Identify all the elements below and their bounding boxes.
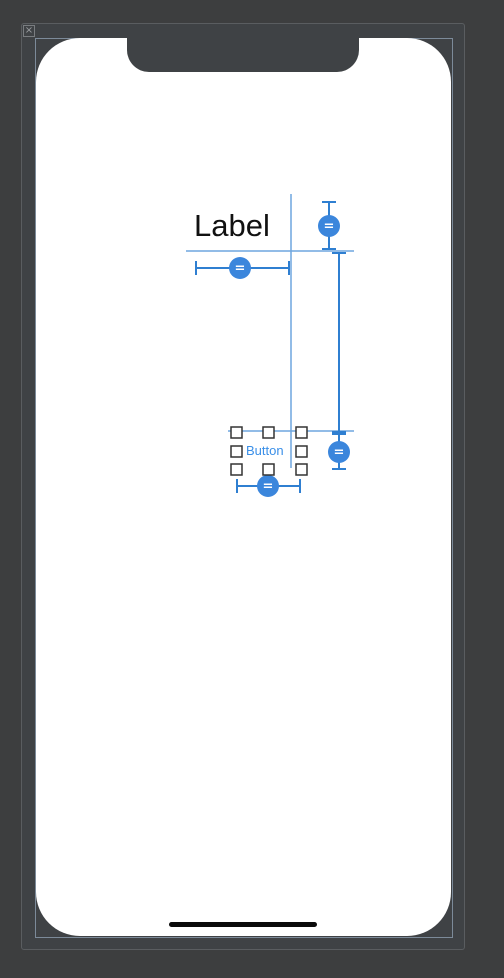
device-notch	[127, 38, 359, 72]
home-indicator	[169, 922, 317, 927]
label-view[interactable]: Label	[194, 208, 270, 243]
device-screen[interactable]: Label Button	[36, 38, 451, 936]
close-icon[interactable]: ×	[23, 25, 35, 37]
button-view[interactable]: Button	[246, 443, 284, 458]
